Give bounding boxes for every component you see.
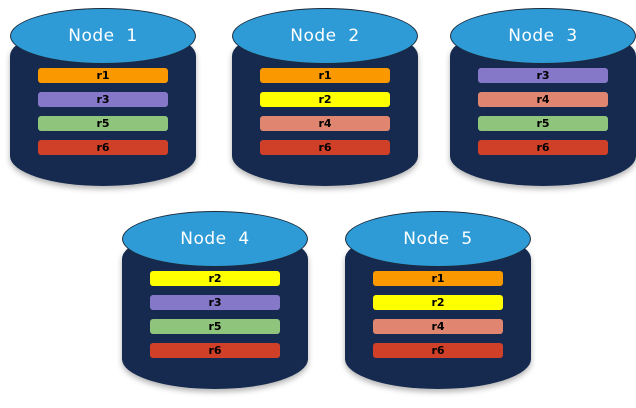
node-title: Node 2 — [290, 26, 360, 46]
replica-bar-r1[interactable]: r1 — [260, 68, 390, 83]
replica-list: r1 r2 r4 r6 — [373, 271, 503, 358]
node-cylinder-top-icon — [345, 211, 531, 267]
node-cylinder-top-icon — [10, 8, 196, 64]
replica-bar-r5[interactable]: r5 — [38, 116, 168, 131]
replica-bar-r6[interactable]: r6 — [478, 140, 608, 155]
replica-bar-r2[interactable]: r2 — [150, 271, 280, 286]
replica-list: r1 r2 r4 r6 — [260, 68, 390, 155]
replica-bar-r4[interactable]: r4 — [260, 116, 390, 131]
database-node-5[interactable]: Node 5 r1 r2 r4 r6 — [345, 211, 531, 389]
replica-bar-r4[interactable]: r4 — [478, 92, 608, 107]
node-title: Node 3 — [508, 26, 578, 46]
replica-bar-r3[interactable]: r3 — [150, 295, 280, 310]
replica-bar-r1[interactable]: r1 — [373, 271, 503, 286]
replica-bar-r1[interactable]: r1 — [38, 68, 168, 83]
node-title: Node 1 — [68, 26, 138, 46]
node-cylinder-top-icon — [450, 8, 636, 64]
replica-bar-r3[interactable]: r3 — [478, 68, 608, 83]
replica-bar-r3[interactable]: r3 — [38, 92, 168, 107]
node-cylinder-top-icon — [122, 211, 308, 267]
replica-bar-r6[interactable]: r6 — [373, 343, 503, 358]
replica-bar-r5[interactable]: r5 — [150, 319, 280, 334]
replica-bar-r6[interactable]: r6 — [150, 343, 280, 358]
node-title: Node 4 — [180, 229, 250, 249]
database-node-1[interactable]: Node 1 r1 r3 r5 r6 — [10, 8, 196, 186]
database-node-3[interactable]: Node 3 r3 r4 r5 r6 — [450, 8, 636, 186]
replica-bar-r2[interactable]: r2 — [260, 92, 390, 107]
node-cylinder-top-icon — [232, 8, 418, 64]
replica-list: r2 r3 r5 r6 — [150, 271, 280, 358]
database-node-2[interactable]: Node 2 r1 r2 r4 r6 — [232, 8, 418, 186]
replica-list: r3 r4 r5 r6 — [478, 68, 608, 155]
replica-bar-r6[interactable]: r6 — [260, 140, 390, 155]
replica-list: r1 r3 r5 r6 — [38, 68, 168, 155]
database-node-4[interactable]: Node 4 r2 r3 r5 r6 — [122, 211, 308, 389]
replica-bar-r4[interactable]: r4 — [373, 319, 503, 334]
replica-bar-r5[interactable]: r5 — [478, 116, 608, 131]
node-title: Node 5 — [403, 229, 473, 249]
replica-bar-r6[interactable]: r6 — [38, 140, 168, 155]
replica-bar-r2[interactable]: r2 — [373, 295, 503, 310]
